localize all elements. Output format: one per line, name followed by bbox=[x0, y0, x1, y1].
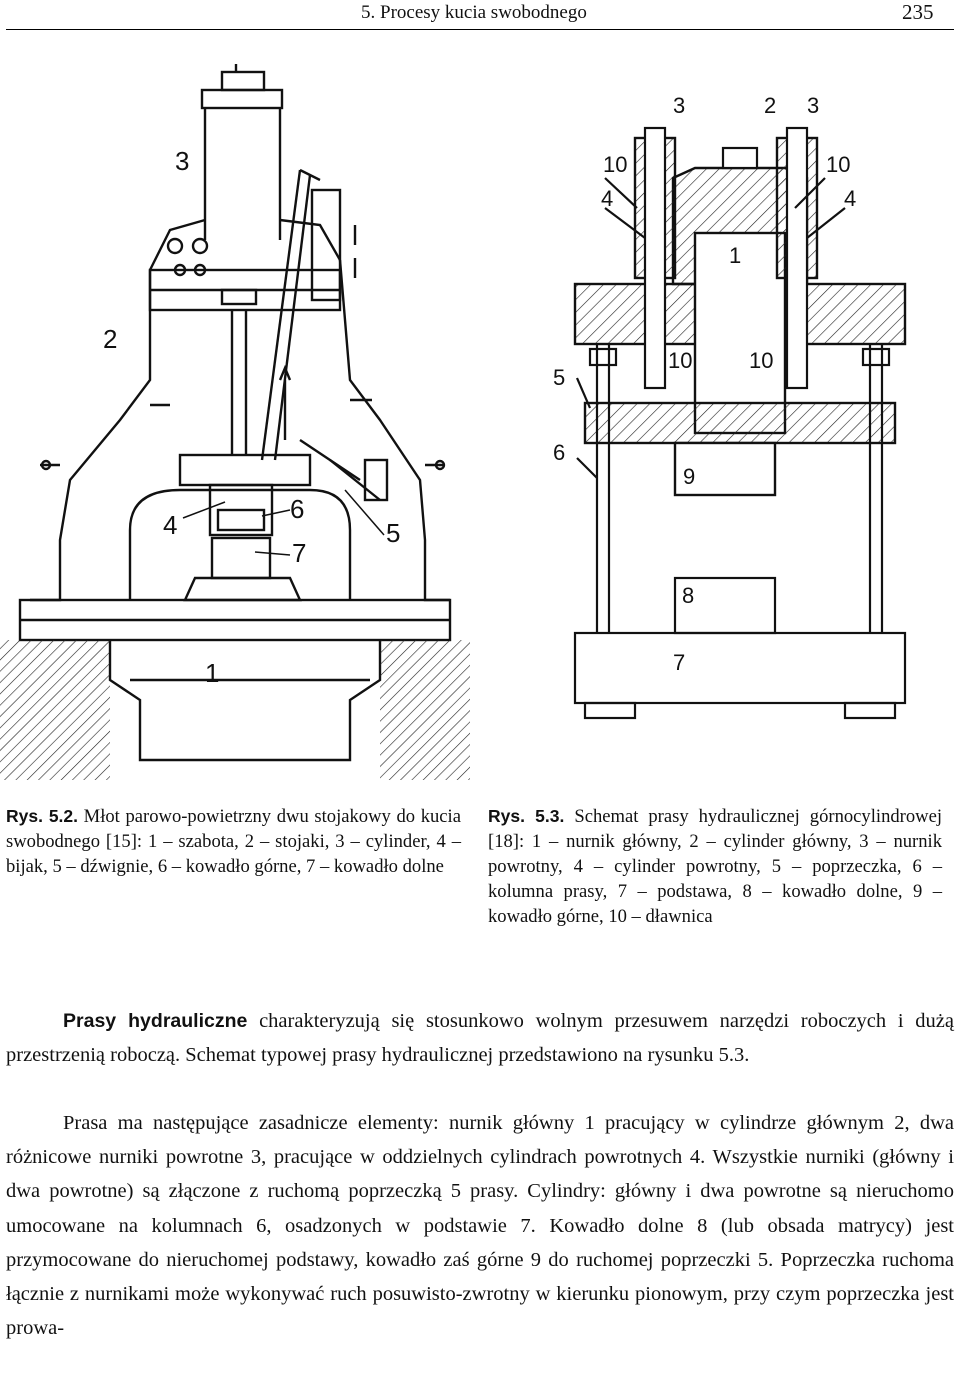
hammer-label-2: 2 bbox=[103, 324, 117, 354]
press-label-10-inner-right: 10 bbox=[749, 348, 773, 373]
caption-text-left: Młot parowo-powietrzny dwu stojakowy do … bbox=[6, 806, 461, 877]
header-rule bbox=[6, 29, 954, 30]
caption-label-right: Rys. 5.3. bbox=[488, 806, 565, 826]
page-header: 5. Procesy kucia swobodnego 235 bbox=[0, 0, 960, 30]
press-label-6: 6 bbox=[553, 440, 565, 465]
figure-caption-right: Rys. 5.3. Schemat prasy hydraulicznej gó… bbox=[488, 804, 942, 929]
press-label-2: 2 bbox=[764, 93, 776, 118]
paragraph-1-term: Prasy hydrauliczne bbox=[63, 1010, 248, 1032]
press-drawing: 3 2 3 10 10 4 4 1 10 10 5 6 9 8 7 bbox=[553, 93, 907, 720]
press-label-10-right: 10 bbox=[826, 152, 850, 177]
caption-text-right: Schemat prasy hydraulicznej górnocylindr… bbox=[488, 806, 942, 927]
hammer-label-1: 1 bbox=[205, 658, 219, 688]
hammer-drawing: 3 2 4 6 7 5 1 bbox=[0, 64, 470, 780]
hammer-label-3: 3 bbox=[175, 146, 189, 176]
press-label-4-right: 4 bbox=[844, 186, 856, 211]
figure-caption-left: Rys. 5.2. Młot parowo-powietrzny dwu sto… bbox=[6, 804, 461, 879]
hammer-label-6: 6 bbox=[290, 494, 304, 524]
hammer-label-7: 7 bbox=[292, 538, 306, 568]
press-label-3-right: 3 bbox=[807, 93, 819, 118]
press-label-4-left: 4 bbox=[601, 186, 613, 211]
press-label-5: 5 bbox=[553, 365, 565, 390]
hammer-label-4: 4 bbox=[163, 510, 177, 540]
press-label-10-left: 10 bbox=[603, 152, 627, 177]
press-label-7: 7 bbox=[673, 650, 685, 675]
press-label-8: 8 bbox=[682, 583, 694, 608]
paragraph-2: Prasa ma następujące zasadnicze elementy… bbox=[6, 1106, 954, 1345]
paragraph-2-text: Prasa ma następujące zasadnicze elementy… bbox=[6, 1112, 954, 1340]
press-label-10-inner-left: 10 bbox=[668, 348, 692, 373]
press-label-1: 1 bbox=[729, 243, 741, 268]
page-number: 235 bbox=[902, 0, 934, 24]
paragraph-1-text: charakteryzują się stosunkowo wolnym prz… bbox=[6, 1010, 954, 1067]
press-label-9: 9 bbox=[683, 464, 695, 489]
caption-label-left: Rys. 5.2. bbox=[6, 806, 79, 826]
hammer-label-5: 5 bbox=[386, 518, 400, 548]
paragraph-1: Prasy hydrauliczne charakteryzują się st… bbox=[6, 1004, 954, 1072]
press-label-3-left: 3 bbox=[673, 93, 685, 118]
chapter-title: 5. Procesy kucia swobodnego bbox=[361, 2, 587, 23]
